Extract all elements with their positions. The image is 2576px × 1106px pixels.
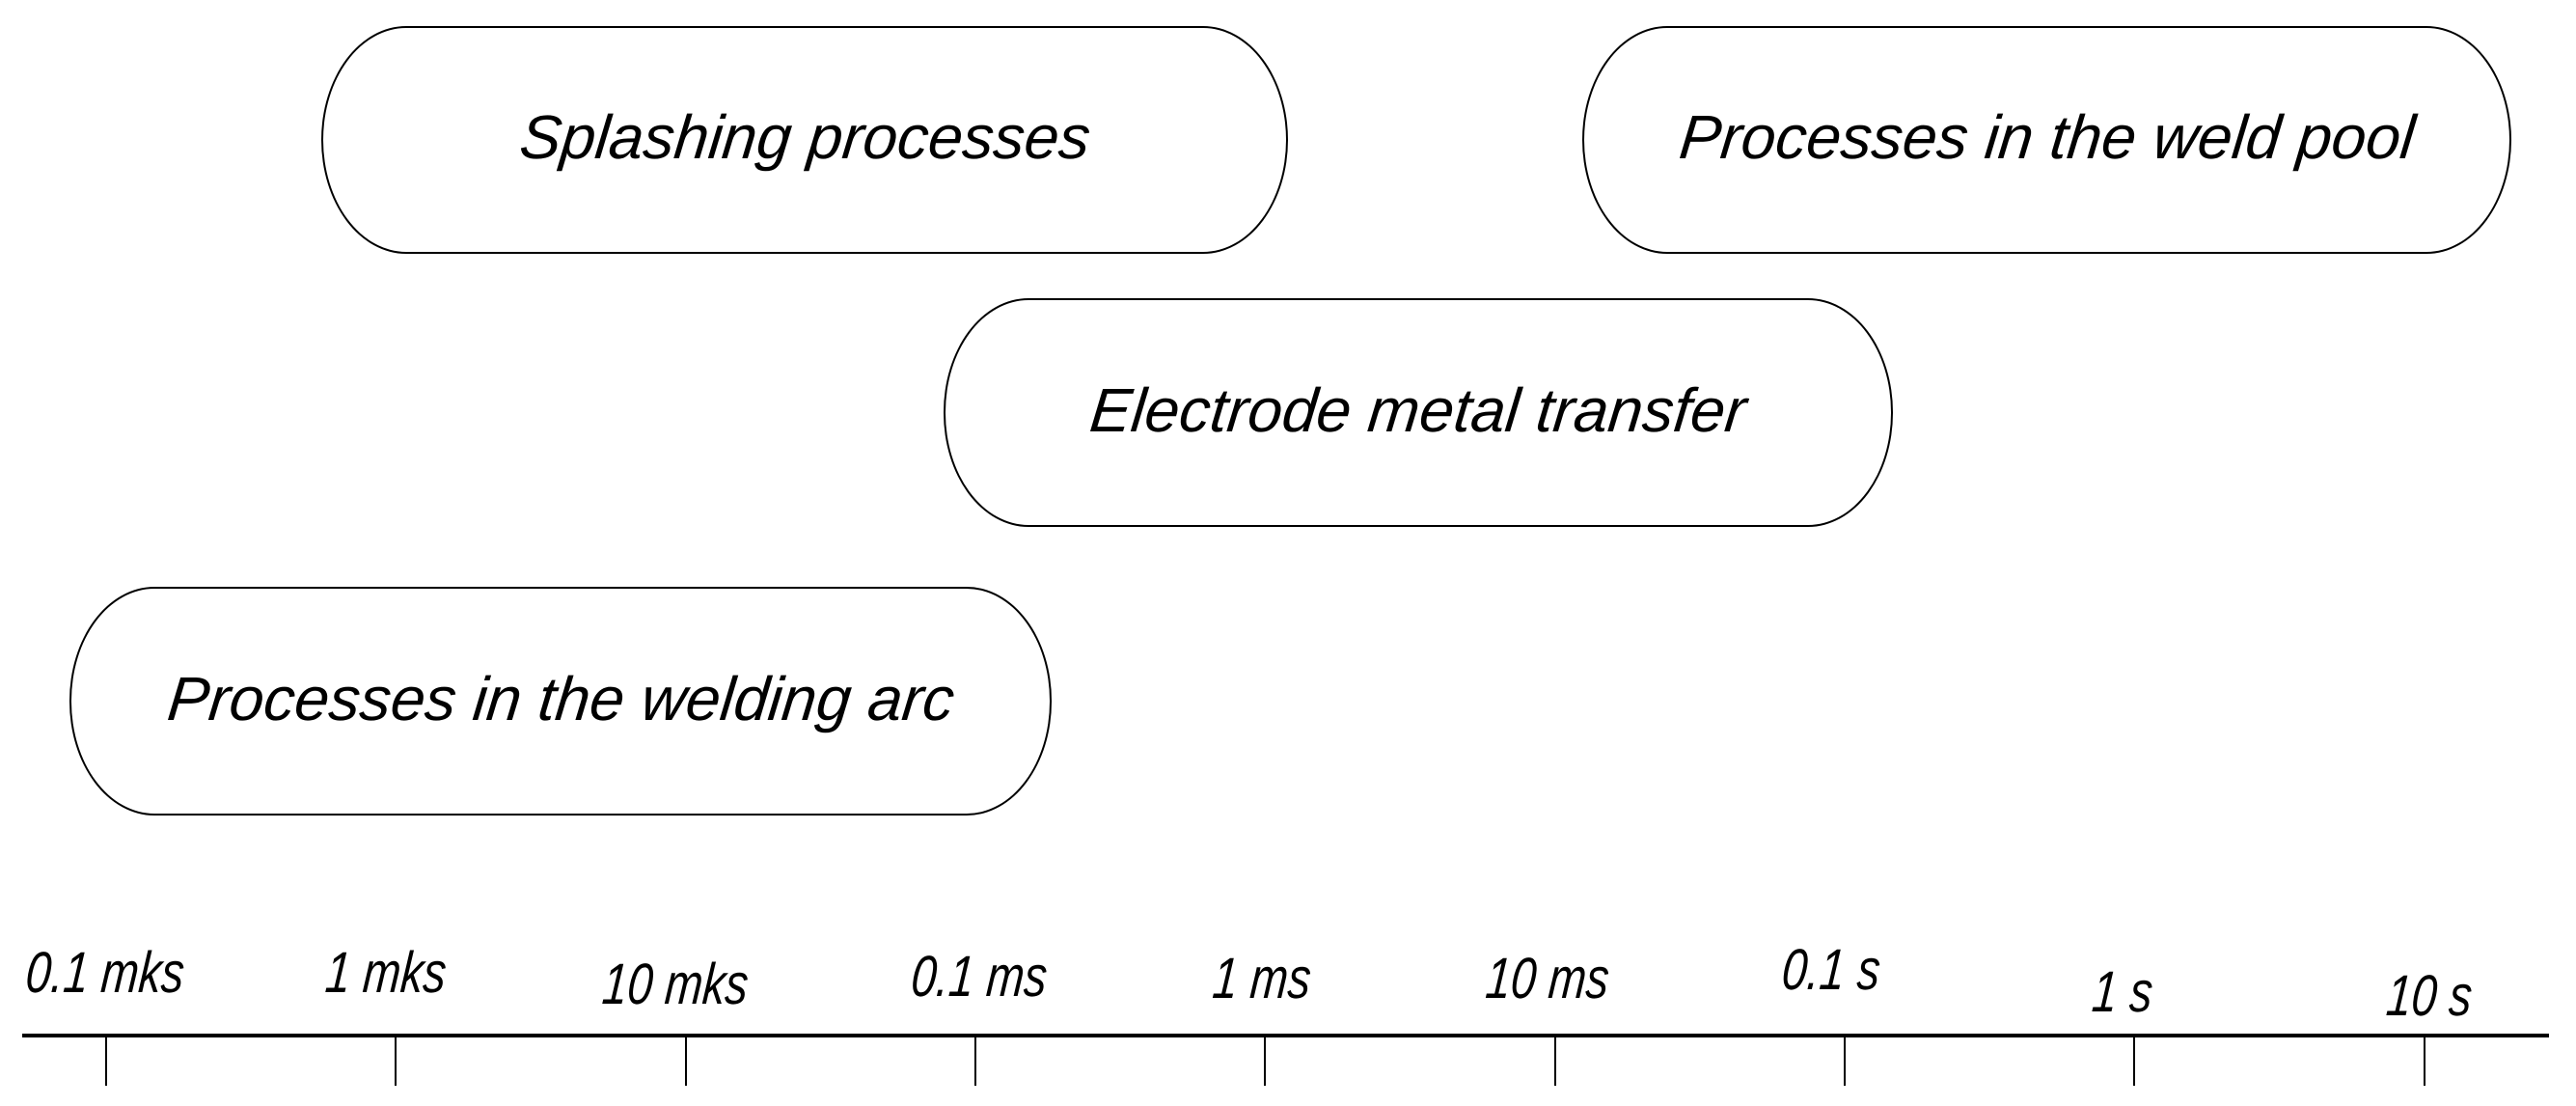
tick-label-1mks: 1 mks <box>322 940 450 1005</box>
process-box-welding-arc: Processes in the welding arc <box>69 587 1052 816</box>
process-box-splashing-processes: Splashing processes <box>321 26 1288 254</box>
tick-label-10s: 10 s <box>2384 963 2476 1028</box>
tick-label-10mks: 10 mks <box>599 952 752 1016</box>
tick-label-10ms: 10 ms <box>1483 946 1612 1010</box>
process-box-label: Splashing processes <box>516 102 1094 172</box>
tick-mark-0.1s <box>1844 1036 1847 1086</box>
process-box-label: Electrode metal transfer <box>1086 374 1750 445</box>
tick-label-1ms: 1 ms <box>1210 946 1314 1010</box>
process-box-label: Processes in the welding arc <box>164 663 958 733</box>
tick-label-0.1ms: 0.1 ms <box>909 944 1051 1009</box>
tick-mark-0.1ms <box>974 1036 977 1086</box>
tick-mark-1s <box>2133 1036 2136 1086</box>
timeline-axis <box>22 1034 2549 1037</box>
tick-mark-10ms <box>1554 1036 1557 1086</box>
tick-mark-0.1mks <box>105 1036 108 1086</box>
tick-mark-1mks <box>395 1036 397 1086</box>
process-box-weld-pool: Processes in the weld pool <box>1582 26 2511 254</box>
tick-mark-10s <box>2424 1036 2426 1086</box>
process-box-label: Processes in the weld pool <box>1676 102 2419 172</box>
tick-mark-1ms <box>1264 1036 1267 1086</box>
tick-label-1s: 1 s <box>2090 959 2156 1024</box>
tick-mark-10mks <box>685 1036 688 1086</box>
tick-label-0.1mks: 0.1 mks <box>23 940 187 1005</box>
tick-label-0.1s: 0.1 s <box>1779 937 1883 1002</box>
process-box-electrode-metal-transfer: Electrode metal transfer <box>944 298 1893 527</box>
